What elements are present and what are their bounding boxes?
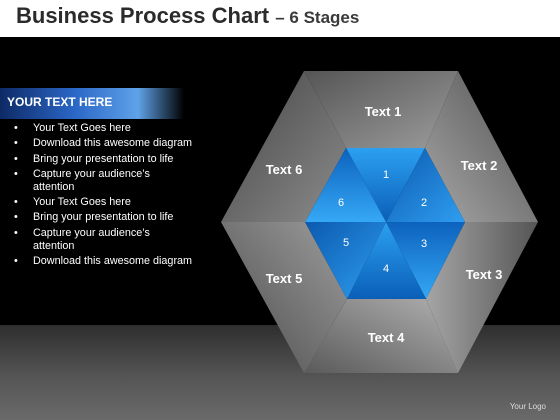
inner-triangle-3 [386, 222, 465, 299]
inner-triangle-5 [305, 222, 386, 299]
stage-label-1: Text 1 [365, 104, 402, 119]
bullet-item: Download this awesome diagram [8, 137, 193, 150]
text-banner: YOUR TEXT HERE [0, 88, 184, 119]
bullet-item: Bring your presentation to life [8, 211, 193, 224]
segment-4 [304, 299, 458, 373]
logo-placeholder: Your Logo [509, 402, 546, 411]
page-title: Business Process Chart – 6 Stages [16, 3, 359, 29]
stage-number-5: 5 [343, 237, 349, 249]
title-main: Business Process Chart [16, 3, 270, 28]
inner-triangle-2 [386, 148, 465, 222]
bullet-item: Download this awesome diagram [8, 255, 193, 268]
segment-1 [304, 71, 458, 148]
stage-label-5: Text 5 [266, 271, 303, 286]
segment-3 [426, 222, 538, 373]
inner-triangle-4 [347, 222, 426, 299]
segment-2 [425, 71, 538, 222]
title-bar: Business Process Chart – 6 Stages [0, 0, 560, 37]
segment-5 [221, 222, 347, 373]
title-subtitle: – 6 Stages [275, 8, 360, 27]
stage-number-3: 3 [421, 238, 427, 250]
stage-label-3: Text 3 [466, 267, 503, 282]
stage-label-2: Text 2 [461, 158, 498, 173]
bullet-item: Capture your audience’s attention [8, 227, 193, 253]
stage-number-1: 1 [383, 169, 389, 181]
bullet-list: Your Text Goes here Download this awesom… [8, 122, 193, 270]
inner-triangle-6 [305, 148, 386, 222]
stage-label-6: Text 6 [266, 162, 303, 177]
stage-number-4: 4 [383, 263, 389, 275]
stage-number-2: 2 [421, 197, 427, 209]
stage-label-4: Text 4 [368, 330, 405, 345]
bullet-item: Capture your audience’s attention [8, 168, 193, 194]
stage-number-6: 6 [338, 197, 344, 209]
bullet-item: Bring your presentation to life [8, 153, 193, 166]
banner-heading: YOUR TEXT HERE [7, 95, 113, 109]
bullet-item: Your Text Goes here [8, 122, 193, 135]
bullet-item: Your Text Goes here [8, 196, 193, 209]
inner-triangle-1 [346, 148, 425, 222]
segment-6 [221, 71, 346, 222]
